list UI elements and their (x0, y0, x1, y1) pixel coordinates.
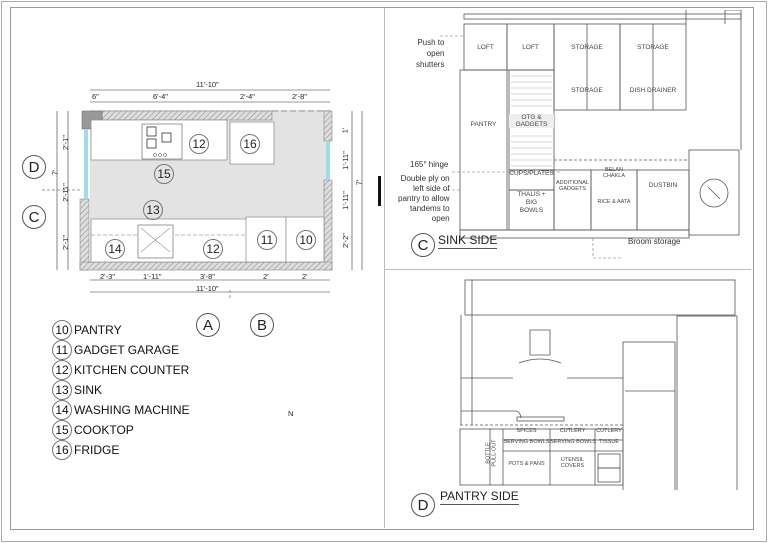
cabinet-cutlery: CUTLERY (596, 428, 622, 434)
cabinet-utensil-covers: UTENSIL COVERS (560, 457, 585, 469)
tag-washing-machine: 14 (105, 239, 125, 259)
note-hinge: 165° hinge (410, 160, 449, 169)
cabinet-bottle-pullout: BOTTLE PULL-OUT (485, 439, 498, 467)
dim-top-total: 11'-10" (196, 80, 219, 89)
pantry-base-cabinets (459, 410, 624, 486)
cabinet-thalis: THALIS + BIG BOWLS (517, 191, 546, 214)
cabinet-storage: STORAGE (571, 87, 603, 94)
cabinet-dustbin: DUSTBIN (648, 182, 678, 189)
note-push-to-open: Push to open shutters (416, 38, 445, 69)
dim-right-seg: 1'-11" (340, 191, 350, 210)
dim-bottom-seg: 3'-8" (200, 272, 215, 281)
cabinet-otg-gadgets: OTG & GADGETS (509, 114, 554, 128)
section-marker-d[interactable]: D (22, 155, 46, 179)
cabinet-pots-pans: POTS & PANS (508, 461, 545, 467)
cabinet-spices: SPICES (516, 428, 537, 434)
tag-gadget-garage: 11 (257, 230, 277, 250)
cabinet-tissue: TISSUE (599, 439, 619, 445)
view-title-sink-side: SINK SIDE (438, 233, 498, 249)
dim-bottom-total: 11'-10" (196, 284, 219, 293)
dim-left-seg: 2'-1" (60, 235, 70, 250)
dim-top-seg: 2'-4" (240, 92, 255, 101)
cabinet-serving-bowls: SERVING BOWLS (550, 439, 597, 445)
view-tag-c: C (411, 233, 435, 257)
dim-bottom-seg: 2'-3" (100, 272, 115, 281)
dim-right-seg: 2'-2" (340, 233, 350, 248)
dim-right-seg: 1'-11" (340, 151, 350, 170)
dim-bottom-seg: 2' (263, 272, 269, 281)
dim-left-seg: 2'-1" (60, 135, 70, 150)
cabinet-belan-chakla: BELAN CHAKLA (602, 167, 625, 179)
dim-left-seg: 2'-11" (60, 183, 70, 202)
sink-side-elevation (440, 10, 742, 259)
view-title-pantry-side: PANTRY SIDE (440, 489, 519, 505)
note-broom-storage: Broom storage (628, 237, 681, 246)
cabinet-loft: LOFT (477, 44, 494, 51)
cabinet-storage: STORAGE (637, 44, 669, 51)
horizontal-divider (385, 269, 751, 270)
drawing-border (10, 7, 754, 530)
tag-fridge: 16 (240, 134, 260, 154)
dim-bottom-seg: 1'-11" (143, 272, 162, 281)
section-marker-c[interactable]: C (22, 205, 46, 229)
tag-counter: 12 (189, 134, 209, 154)
cabinet-storage: STORAGE (571, 44, 603, 51)
tag-sink: 13 (143, 200, 163, 220)
pantry-side-elevation (460, 279, 738, 490)
tag-pantry: 10 (296, 230, 316, 250)
tag-cooktop: 15 (154, 164, 174, 184)
cabinet-serving-bowls: SERVING BOWLS (503, 439, 550, 445)
view-tag-d: D (411, 493, 435, 517)
dim-right-total: 7' (354, 179, 364, 186)
dim-left-total: 7' (50, 169, 60, 176)
dim-top-seg: 6'-4" (153, 92, 168, 101)
dim-right-seg: 1' (340, 127, 350, 134)
vertical-divider (384, 8, 385, 528)
tag-counter: 12 (203, 239, 223, 259)
dim-top-seg: 2'-8" (292, 92, 307, 101)
floor-plan (42, 89, 381, 300)
section-marker-b[interactable]: B (250, 313, 274, 337)
north-icon: N (288, 409, 294, 418)
cabinet-cups-plates: CUPS/PLATES (509, 170, 554, 177)
cabinet-cutlery: CUTLERY (559, 428, 586, 434)
note-double-ply: Double ply on left side of pantry to all… (398, 174, 450, 223)
dim-bottom-seg: 2' (302, 272, 308, 281)
cabinet-additional-gadgets: ADDITIONAL GADGETS (555, 180, 589, 192)
cabinet-pantry: PANTRY (470, 121, 497, 128)
section-marker-a[interactable]: A (196, 313, 220, 337)
cabinet-rice-aata: RICE & AATA (597, 199, 631, 205)
dim-top-seg: 6" (92, 92, 99, 101)
cabinet-dish-drainer: DISH DRAINER (629, 87, 677, 94)
cabinet-loft: LOFT (522, 44, 539, 51)
